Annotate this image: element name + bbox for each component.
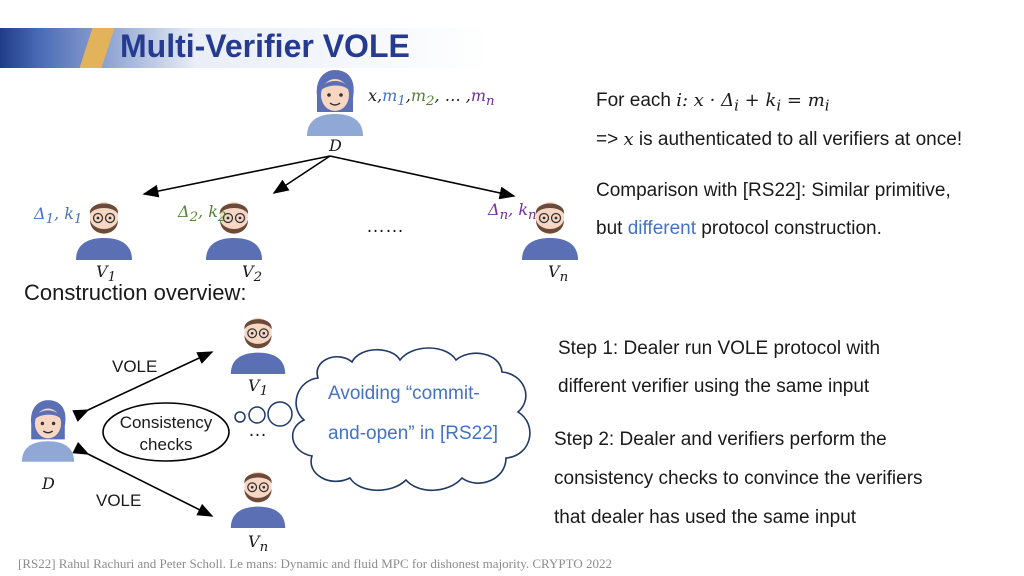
thought-bubble-medium [248,406,266,424]
consistency-checks-line1: Consistency [119,413,213,432]
verifier-2-avatar [206,202,262,260]
consistency-checks-line2: checks [139,435,193,454]
step1-line2: different verifier using the same input [558,376,870,397]
step1-line1: Step 1: Dealer run VOLE protocol with [558,338,881,359]
slide-title: Multi-Verifier VOLE [120,28,410,64]
step2-line2: consistency checks to convince the verif… [554,468,923,489]
verifier-n-avatar [522,202,578,260]
cloud-line2: and-open” in [RS22] [328,423,499,444]
comparison-line2: but different protocol construction. [596,218,882,239]
dealer-inputs: x,m1,m2, … ,mn [368,86,495,110]
verifier-1-avatar [76,202,132,260]
verifier-n-key: Δn, kn [488,200,537,224]
construction-dealer-label: D [42,474,55,493]
step2-line3: that dealer has used the same input [554,507,857,528]
dealer-avatar [307,70,363,136]
cloud-shape [291,347,531,491]
thought-bubble-small [234,411,246,423]
construction-vn-avatar [230,471,286,528]
thought-bubble-large [267,401,293,427]
arrow-d-v2 [272,155,331,194]
consistency-ellipse [102,402,230,462]
cloud-line1: Avoiding “commit- [328,383,480,404]
construction-v1-label: V1 [248,376,269,400]
verifier-n-label: Vn [548,262,569,286]
comparison-line1: Comparison with [RS22]: Similar primitiv… [596,180,951,201]
reference-footnote: [RS22] Rahul Rachuri and Peter Scholl. L… [18,556,612,571]
vole-bottom-label: VOLE [96,491,142,510]
arrow-vole-bottom [72,441,214,517]
construction-v1-avatar [230,317,286,374]
construction-dots: … [248,420,267,441]
dealer-label: D [329,136,342,155]
arrow-vole-top [72,351,214,422]
authenticated-statement: => x is authenticated to all verifiers a… [596,129,963,150]
construction-vn-label: Vn [248,532,269,556]
construction-dealer-avatar [21,400,75,462]
vole-top-label: VOLE [112,357,158,376]
step2-line1: Step 2: Dealer and verifiers perform the [554,429,887,450]
verifier-2-label: V2 [242,262,263,286]
verifier-1-key: Δ1, k1 [34,204,83,228]
arrow-d-v1 [142,155,331,198]
arrow-d-vn [329,155,516,200]
verifier-2-key: Δ2, k2 [178,202,227,226]
verifier-ellipsis: …… [366,216,404,237]
for-each-equation: For each i: x · Δi + ki = mi [596,90,830,115]
construction-heading: Construction overview: [24,280,247,305]
verifier-1-label: V1 [96,262,117,286]
